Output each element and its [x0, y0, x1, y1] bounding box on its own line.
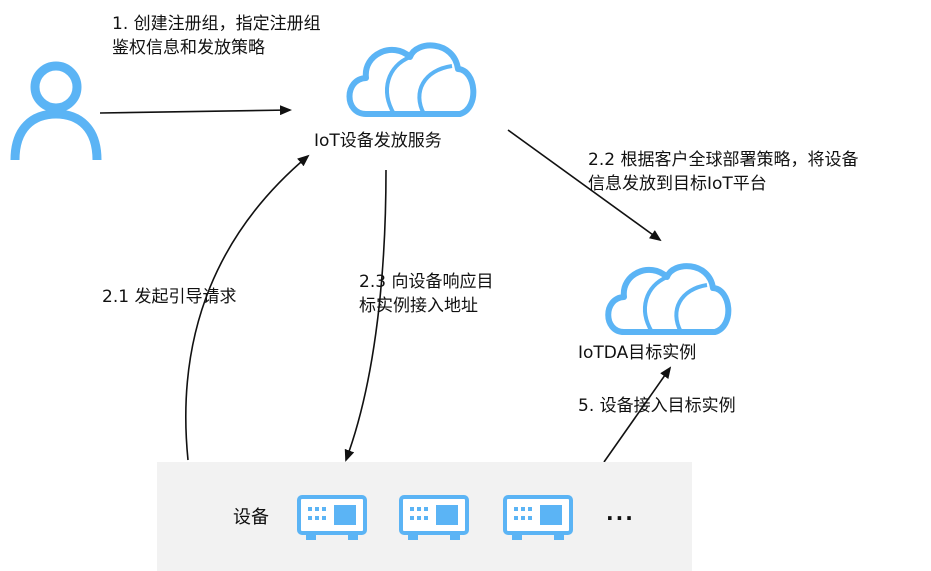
- device-icon: [503, 495, 573, 540]
- iotda-cloud-icon: [605, 263, 732, 335]
- step2-2-label-line2: 信息发放到目标IoT平台: [588, 174, 767, 194]
- step5-label: 5. 设备接入目标实例: [578, 396, 736, 416]
- more-devices-ellipsis: ···: [606, 506, 635, 530]
- step2-2-label-line1: 2.2 根据客户全球部署策略，将设备: [588, 150, 859, 170]
- device-icon: [297, 495, 367, 540]
- arrow-step2-3: [344, 169, 387, 462]
- arrow-step2-1: [185, 154, 310, 461]
- device-label: 设备: [233, 507, 269, 528]
- arrow-step1: [99, 105, 292, 116]
- provisioning-cloud-icon: [346, 42, 477, 117]
- user-icon: [10, 61, 102, 161]
- step2-1-label: 2.1 发起引导请求: [102, 287, 237, 307]
- arrow-step2-2: [507, 129, 662, 242]
- step2-3-label-line2: 标实例接入地址: [359, 296, 478, 316]
- device-icon: [399, 495, 469, 540]
- arrow-step5: [603, 366, 672, 463]
- provisioning-service-label: IoT设备发放服务: [314, 131, 442, 151]
- step1-label-line1: 1. 创建注册组，指定注册组: [112, 14, 321, 34]
- step2-3-label-line1: 2.3 向设备响应目: [359, 272, 494, 292]
- iotda-instance-label: IoTDA目标实例: [578, 343, 697, 363]
- step1-label-line2: 鉴权信息和发放策略: [112, 38, 265, 58]
